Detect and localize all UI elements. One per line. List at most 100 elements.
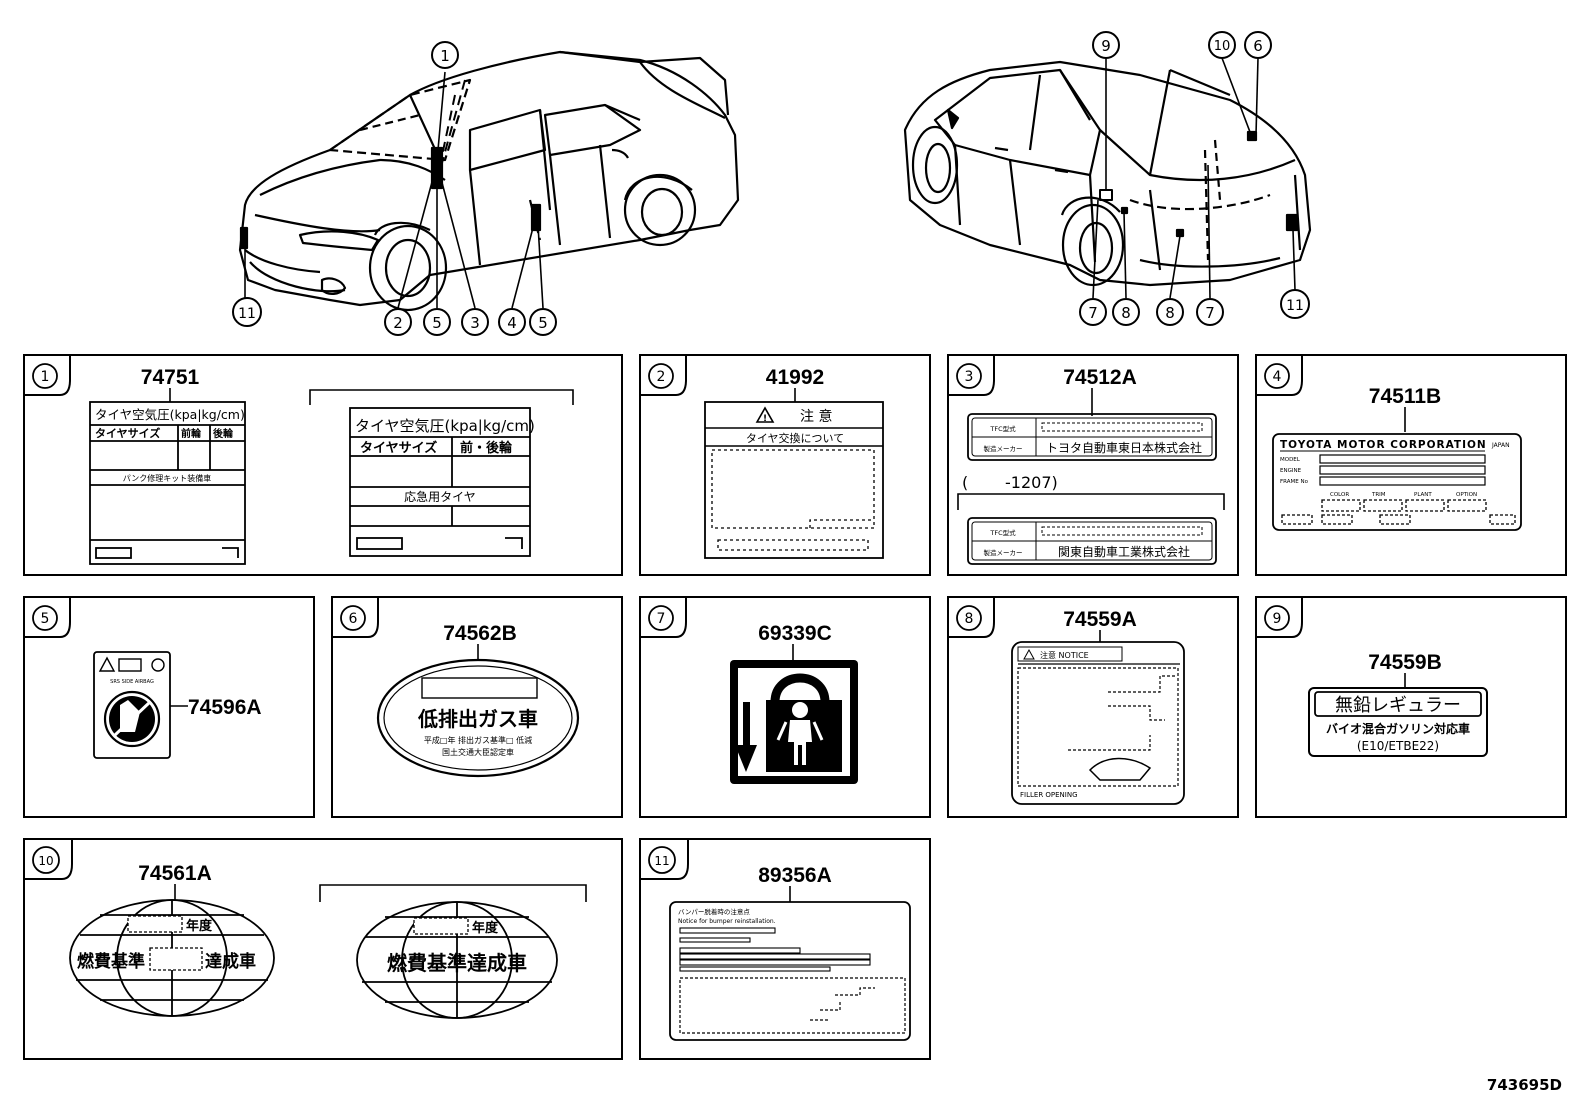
svg-text:JAPAN: JAPAN [1491, 442, 1510, 449]
panel-tab-11: 11 [640, 839, 689, 880]
svg-text:バンパー脱着時の注意点: バンパー脱着時の注意点 [678, 907, 750, 916]
svg-text:TFC型式: TFC型式 [989, 424, 1016, 433]
svg-text:2: 2 [393, 314, 403, 332]
callout-5b: 5 [529, 308, 557, 336]
svg-text:-1207): -1207) [1005, 473, 1058, 492]
part-number: 74561A [138, 862, 212, 885]
panel-tab-1: 1 [24, 355, 71, 396]
svg-text:関東自動車工業株式会社: 関東自動車工業株式会社 [1058, 544, 1190, 559]
svg-text:製造メーカー: 製造メーカー [984, 444, 1023, 453]
svg-text:タイヤサイズ: タイヤサイズ [95, 426, 160, 440]
panel-tab-8: 8 [948, 597, 995, 638]
tire-label-b [349, 407, 531, 557]
callout-8: 8 [1112, 298, 1140, 326]
svg-text:5: 5 [538, 314, 548, 332]
label-b-title: タイヤ空気圧(kpa|kg/cm) [355, 417, 535, 435]
svg-text:応急用タイヤ: 応急用タイヤ [404, 489, 476, 504]
svg-text:バイオ混合ガソリン対応車: バイオ混合ガソリン対応車 [1326, 721, 1470, 736]
tire-label-a [89, 401, 246, 565]
svg-text:FRAME No: FRAME No [1280, 479, 1309, 485]
globe-badge-b [356, 901, 558, 1019]
part-number: 74511B [1369, 385, 1441, 408]
callout-7b: 7 [1196, 298, 1224, 326]
callout-3: 3 [461, 308, 489, 336]
panel-7-child-lock-label: 69339C [730, 622, 858, 784]
svg-text:8: 8 [1121, 304, 1131, 322]
svg-text:MODEL: MODEL [1280, 457, 1301, 463]
callout-11: 11 [232, 297, 262, 327]
svg-text:3: 3 [965, 369, 974, 385]
front-callout-leaders [244, 71, 544, 309]
svg-text:11: 11 [238, 306, 256, 322]
svg-text:TFC型式: TFC型式 [989, 528, 1016, 537]
book-icon [118, 658, 142, 672]
svg-text:1: 1 [440, 47, 450, 65]
warning-icon [98, 656, 116, 672]
svg-text:10: 10 [38, 854, 53, 868]
front-callouts: 1 2 5 3 4 5 11 [232, 41, 557, 336]
svg-text:4: 4 [1273, 369, 1282, 385]
panel-6-low-emission-badge: 74562B 低排出ガス車 平成□年 排出ガス基準□ 低減 国土交通大臣認定車 [376, 622, 580, 778]
rear-callout-leaders [1092, 57, 1296, 299]
panel-frames [23, 354, 1567, 1060]
part-number: 74559B [1368, 651, 1442, 674]
panel-tab-5: 5 [24, 597, 71, 638]
svg-text:前輪: 前輪 [181, 427, 202, 440]
part-number: 74559A [1063, 608, 1137, 631]
callout-6: 6 [1244, 31, 1272, 59]
part-number: 74751 [141, 366, 200, 389]
fuel-nozzle-icon [1088, 757, 1152, 781]
svg-text:TRIM: TRIM [1371, 492, 1386, 498]
svg-text:5: 5 [41, 611, 50, 627]
down-arrow-icon [735, 702, 757, 772]
svg-text:パンク修理キット装備車: パンク修理キット装備車 [123, 473, 211, 483]
panel-9-unleaded-label: 74559B 無鉛レギュラー バイオ混合ガソリン対応車 (E10/ETBE22) [1308, 651, 1488, 757]
svg-text:(: ( [962, 473, 968, 492]
svg-text:9: 9 [1273, 611, 1282, 627]
svg-text:年度: 年度 [186, 918, 213, 934]
part-number: 41992 [766, 366, 824, 389]
svg-text:!: ! [763, 414, 767, 424]
svg-text:低排出ガス車: 低排出ガス車 [417, 707, 538, 731]
svg-text:燃費基準達成車: 燃費基準達成車 [387, 951, 527, 975]
panel-tab-6: 6 [332, 597, 379, 638]
svg-text:6: 6 [1253, 37, 1263, 55]
panel-8-fuel-notice-label: 74559A 注意 NOTICE FILLER OPENING [1011, 608, 1185, 805]
panel-tab-9: 9 [1256, 597, 1303, 638]
panel-2-caution-label: 41992 ! 注 意 タイヤ交換について [704, 366, 884, 559]
rear-callouts: 9 10 6 7 8 8 7 11 [1079, 31, 1310, 326]
callout-9: 9 [1092, 31, 1120, 59]
svg-text:2: 2 [657, 369, 666, 385]
svg-text:7: 7 [1205, 304, 1215, 322]
callout-2: 2 [384, 308, 412, 336]
part-number: 74596A [188, 696, 262, 719]
no-child-seat-icon [103, 690, 161, 748]
label-a-title: タイヤ空気圧(kpa|kg/cm) [95, 407, 245, 422]
svg-text:燃費基準: 燃費基準 [77, 951, 145, 972]
svg-text:製造メーカー: 製造メーカー [984, 548, 1023, 557]
svg-text:11: 11 [1286, 298, 1304, 314]
rear-car-illustration [903, 60, 1312, 287]
svg-text:10: 10 [1214, 39, 1231, 54]
callout-11b: 11 [1280, 289, 1310, 319]
svg-text:8: 8 [1165, 304, 1175, 322]
variant-bracket [309, 389, 574, 405]
warning-icon [755, 406, 775, 423]
callout-8b: 8 [1156, 298, 1184, 326]
callout-7: 7 [1079, 298, 1107, 326]
panel-11-bumper-notice-label: 89356A バンパー脱着時の注意点 Notice for bumper rei… [669, 864, 911, 1041]
panel-3-maker-labels: 74512A TFC型式 製造メーカー トヨタ自動車東日本株式会社 ( -120… [957, 366, 1225, 565]
callout-5: 5 [423, 308, 451, 336]
svg-text:11: 11 [654, 854, 669, 868]
svg-text:COLOR: COLOR [1330, 492, 1349, 498]
panel-tab-2: 2 [640, 355, 687, 396]
svg-text:OPTION: OPTION [1456, 492, 1477, 498]
svg-text:注 意: 注 意 [800, 408, 832, 425]
panel-tab-10: 10 [24, 839, 73, 880]
svg-text:PLANT: PLANT [1414, 492, 1432, 498]
svg-text:後輪: 後輪 [213, 427, 234, 440]
svg-text:8: 8 [965, 611, 974, 627]
panel-1-tire-pressure-labels: 74751 タイヤ空気圧(kpa|kg/cm) タイヤサイズ 前輪 後輪 パンク… [89, 366, 574, 565]
svg-text:FILLER OPENING: FILLER OPENING [1020, 791, 1078, 799]
